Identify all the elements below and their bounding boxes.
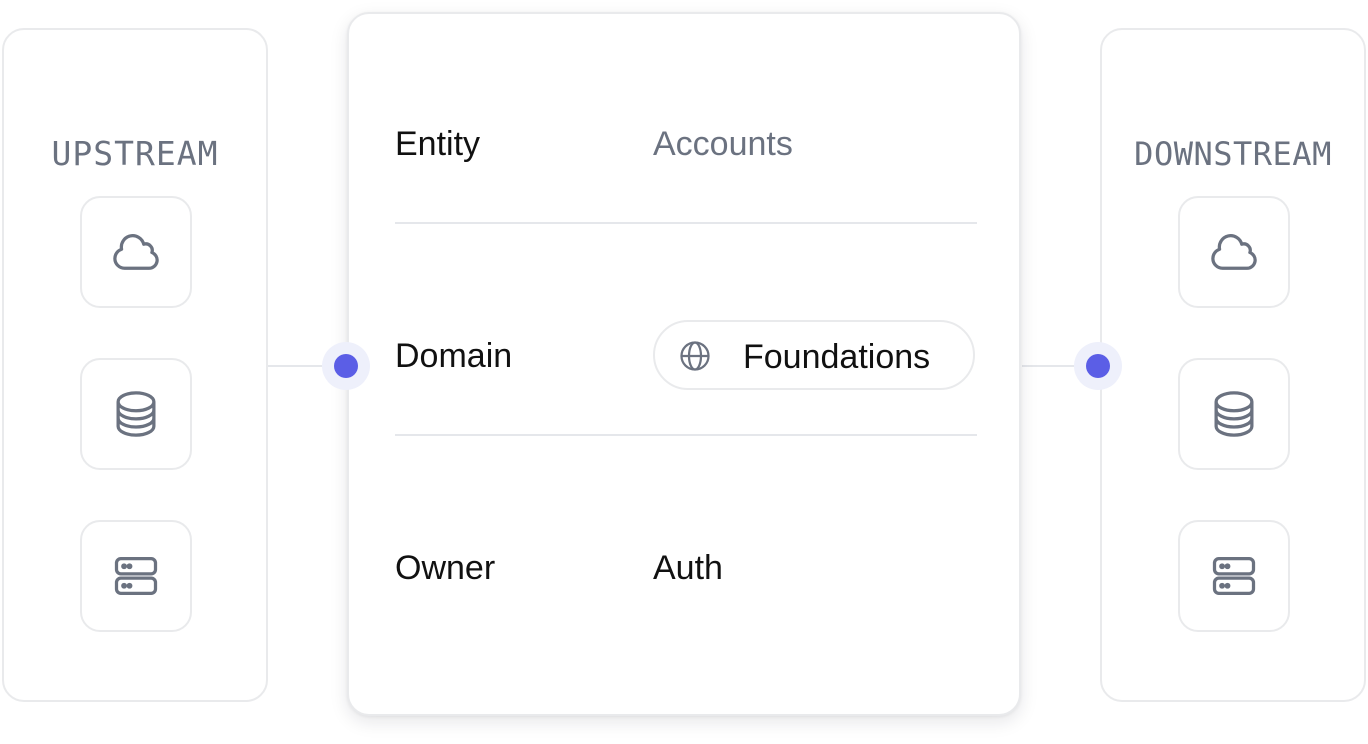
upstream-connector-dot — [322, 342, 370, 390]
divider — [395, 434, 977, 436]
downstream-title: DOWNSTREAM — [1134, 135, 1332, 173]
downstream-connector-line — [1022, 365, 1100, 367]
downstream-panel: DOWNSTREAM — [1100, 28, 1366, 702]
server-icon — [1212, 557, 1256, 595]
upstream-panel: UPSTREAM — [2, 28, 268, 702]
downstream-connector-dot — [1074, 342, 1122, 390]
globe-icon — [680, 341, 710, 371]
connector-dot-core — [334, 354, 358, 378]
entity-value: Accounts — [653, 125, 793, 163]
connector-dot-core — [1086, 354, 1110, 378]
owner-value: Auth — [653, 549, 723, 587]
database-icon — [1214, 391, 1254, 437]
domain-value: Foundations — [743, 338, 931, 376]
downstream-server-target[interactable] — [1178, 520, 1290, 632]
entity-label: Entity — [395, 125, 481, 163]
upstream-database-source[interactable] — [80, 358, 192, 470]
upstream-server-source[interactable] — [80, 520, 192, 632]
downstream-database-target[interactable] — [1178, 358, 1290, 470]
server-icon — [114, 557, 158, 595]
entity-card: Entity Accounts Domain Foundations Owner… — [347, 12, 1021, 716]
domain-label: Domain — [395, 337, 513, 375]
upstream-connector-line — [268, 365, 346, 367]
upstream-cloud-source[interactable] — [80, 196, 192, 308]
database-icon — [116, 391, 156, 437]
downstream-cloud-target[interactable] — [1178, 196, 1290, 308]
cloud-icon — [1211, 234, 1257, 270]
domain-chip[interactable]: Foundations — [653, 320, 975, 390]
cloud-icon — [113, 234, 159, 270]
divider — [395, 222, 977, 224]
upstream-title: UPSTREAM — [51, 134, 219, 173]
owner-label: Owner — [395, 549, 496, 587]
